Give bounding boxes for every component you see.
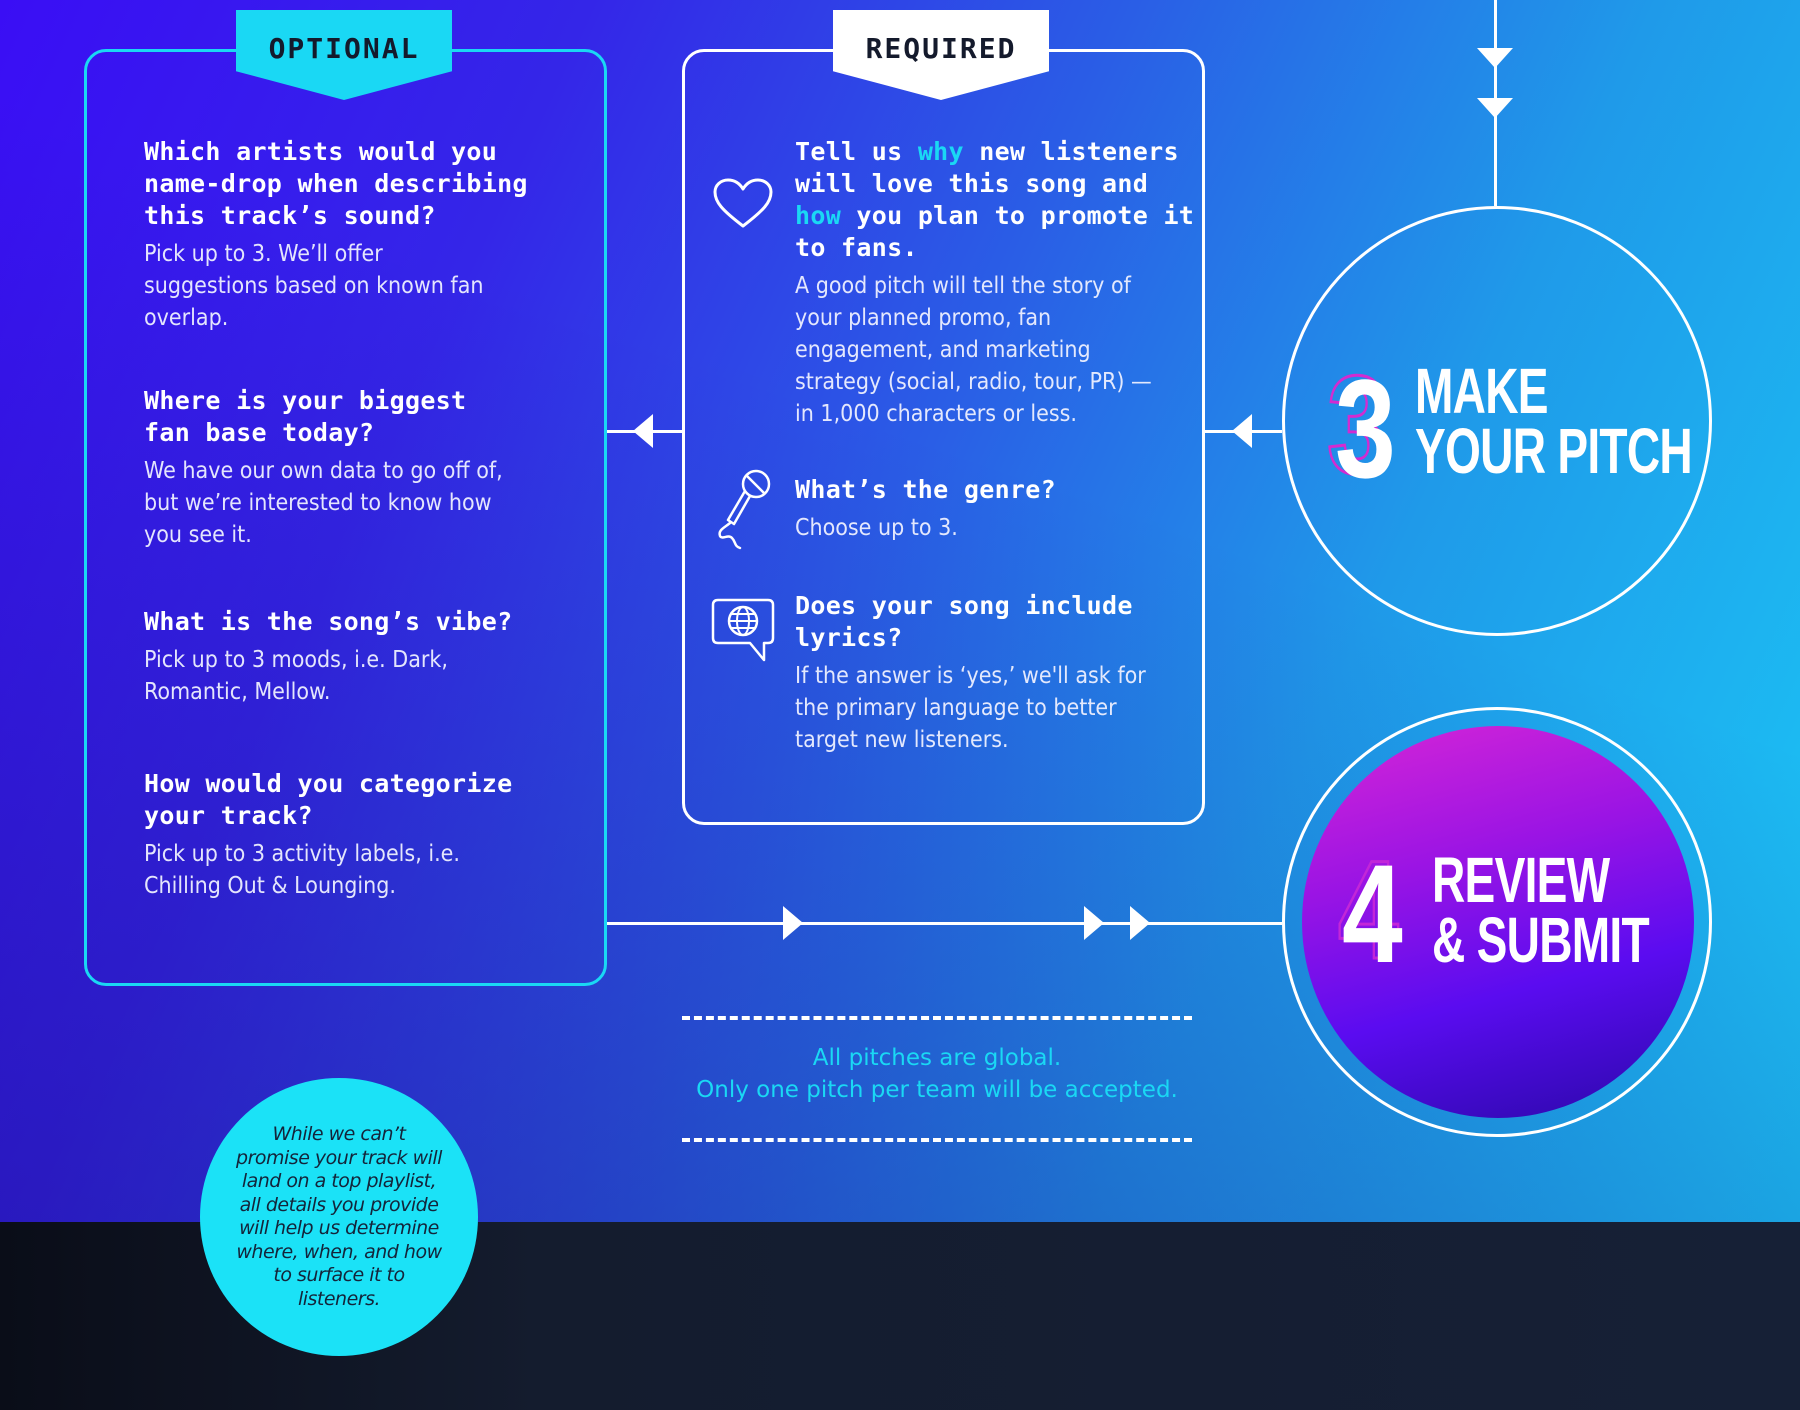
step-4-ring [1282,707,1712,1137]
arrow-down-icon [1477,48,1513,68]
globe-speech-bubble-icon [711,598,775,662]
optional-question-categorize: How would you categorize your track? Pic… [144,768,584,902]
title-line: Which artists would you [144,137,498,166]
step-label-line1: MAKE [1415,355,1549,427]
step-4-review-and-submit[interactable]: 4 4 REVIEW & SUBMIT [1302,726,1694,1118]
question-title: Tell us why new listeners will love this… [795,136,1195,264]
step-label-line2: YOUR PITCH [1415,415,1693,487]
microphone-icon [718,469,771,550]
arrow-right-icon [783,906,803,940]
title-line: How would you categorize [144,769,513,798]
title-line: fan base today? [144,418,375,447]
title-line: this track’s sound? [144,201,436,230]
question-body: A good pitch will tell the story of your… [795,273,1152,427]
step-label-line2: & SUBMIT [1432,904,1650,976]
step-label-line1: REVIEW [1432,844,1610,916]
optional-question-artists: Which artists would you name-drop when d… [144,136,584,334]
question-body: Pick up to 3 moods, i.e. Dark, Romantic,… [144,647,448,705]
arrow-left-icon [1232,414,1252,448]
optional-tag-label: OPTIONAL [268,32,420,65]
arrow-right-icon [1084,906,1104,940]
highlight-how: how [795,201,842,230]
title-part: Tell us [795,137,918,166]
question-title: What’s the genre? [795,475,1056,504]
heart-icon [713,178,773,228]
step-3-make-your-pitch[interactable]: 3 3 MAKE YOUR PITCH [1282,206,1712,636]
step-number-outline: 4 [1337,831,1400,988]
question-title: Which artists would you name-drop when d… [144,136,584,232]
required-tag-label: REQUIRED [865,32,1017,65]
connector-optional-to-step4 [607,922,1282,925]
required-question-lyrics: Does your song include lyrics? If the an… [795,590,1195,756]
note-line2: Only one pitch per team will be accepted… [696,1077,1178,1103]
question-body: We have our own data to go off of, but w… [144,458,503,548]
question-title: How would you categorize your track? [144,768,584,832]
step-number: 4 [1342,835,1403,992]
question-body: Pick up to 3 activity labels, i.e. Chill… [144,841,460,899]
optional-question-fan-base: Where is your biggest fan base today? We… [144,385,584,551]
required-question-pitch: Tell us why new listeners will love this… [795,136,1195,430]
disclaimer-bubble: While we can’t promise your track will l… [200,1078,478,1356]
title-line: What is the song’s vibe? [144,607,513,636]
question-body: Choose up to 3. [795,515,958,541]
global-pitch-note: All pitches are global. Only one pitch p… [682,1042,1192,1106]
title-part: new listeners will love this song and [795,137,1179,198]
question-body: If the answer is ‘yes,’ we'll ask for th… [795,663,1146,753]
question-title: What is the song’s vibe? [144,606,584,638]
title-line: name-drop when describing [144,169,528,198]
dashed-divider-bottom [682,1138,1192,1142]
arrow-down-icon [1477,98,1513,118]
note-line1: All pitches are global. [812,1045,1062,1071]
optional-question-vibe: What is the song’s vibe? Pick up to 3 mo… [144,606,584,708]
title-line: Where is your biggest [144,386,467,415]
arrow-left-icon [633,414,653,448]
required-question-genre: What’s the genre? Choose up to 3. [795,474,1195,544]
highlight-why: why [917,137,964,166]
question-body: Pick up to 3. We’ll offer suggestions ba… [144,241,484,331]
title-line: your track? [144,801,313,830]
step-number: 3 [1335,350,1396,507]
dashed-divider-top [682,1016,1192,1020]
question-title: Does your song include lyrics? [795,591,1133,652]
arrow-right-icon [1130,906,1150,940]
question-title: Where is your biggest fan base today? [144,385,584,449]
disclaimer-text: While we can’t promise your track will l… [236,1123,442,1310]
title-part: you plan to promote it to fans. [795,201,1195,262]
step-number-outline: 3 [1326,346,1389,503]
